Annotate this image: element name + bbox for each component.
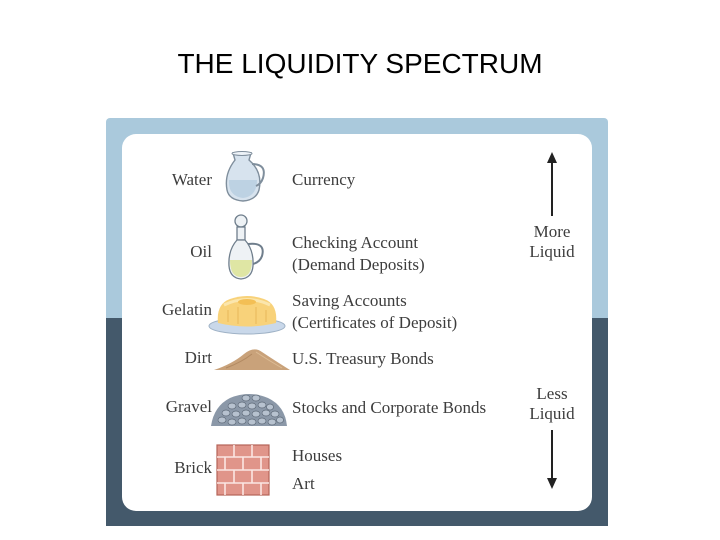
- water-pitcher-icon: [219, 150, 271, 209]
- less-label: Less: [536, 384, 568, 403]
- substance-gravel: Gravel: [165, 397, 212, 416]
- asset-houses: Houses: [292, 446, 343, 465]
- substance-oil: Oil: [190, 242, 212, 261]
- substance-water: Water: [171, 170, 212, 189]
- gelatin-mold-icon: [206, 290, 288, 341]
- asset-currency: Currency: [292, 170, 356, 189]
- slide-title: THE LIQUIDITY SPECTRUM: [177, 48, 543, 79]
- arrow-up-icon: [546, 152, 558, 221]
- substance-brick: Brick: [174, 458, 212, 477]
- asset-certificates-of-deposit: (Certificates of Deposit): [292, 313, 458, 332]
- asset-stocks-corporate-bonds: Stocks and Corporate Bonds: [292, 398, 487, 417]
- less-liquid-label: Liquid: [529, 404, 575, 423]
- substance-dirt: Dirt: [184, 348, 212, 367]
- asset-treasury-bonds: U.S. Treasury Bonds: [292, 349, 434, 368]
- dirt-pile-icon: [212, 344, 292, 377]
- liquidity-diagram: Water Currency Oil Checking Account (Dem…: [106, 118, 608, 526]
- diagram-card: Water Currency Oil Checking Account (Dem…: [122, 134, 592, 511]
- asset-art: Art: [292, 474, 315, 493]
- arrow-down-icon: [546, 430, 558, 495]
- brick-icon: [216, 444, 270, 501]
- more-label: More: [533, 222, 571, 241]
- more-liquid-label: Liquid: [529, 242, 575, 261]
- oil-cruet-icon: [226, 214, 270, 287]
- asset-demand-deposits: (Demand Deposits): [292, 255, 425, 274]
- substance-gelatin: Gelatin: [161, 300, 212, 319]
- asset-checking-account: Checking Account: [292, 233, 419, 252]
- gravel-pile-icon: [208, 386, 290, 435]
- asset-saving-accounts: Saving Accounts: [292, 291, 407, 310]
